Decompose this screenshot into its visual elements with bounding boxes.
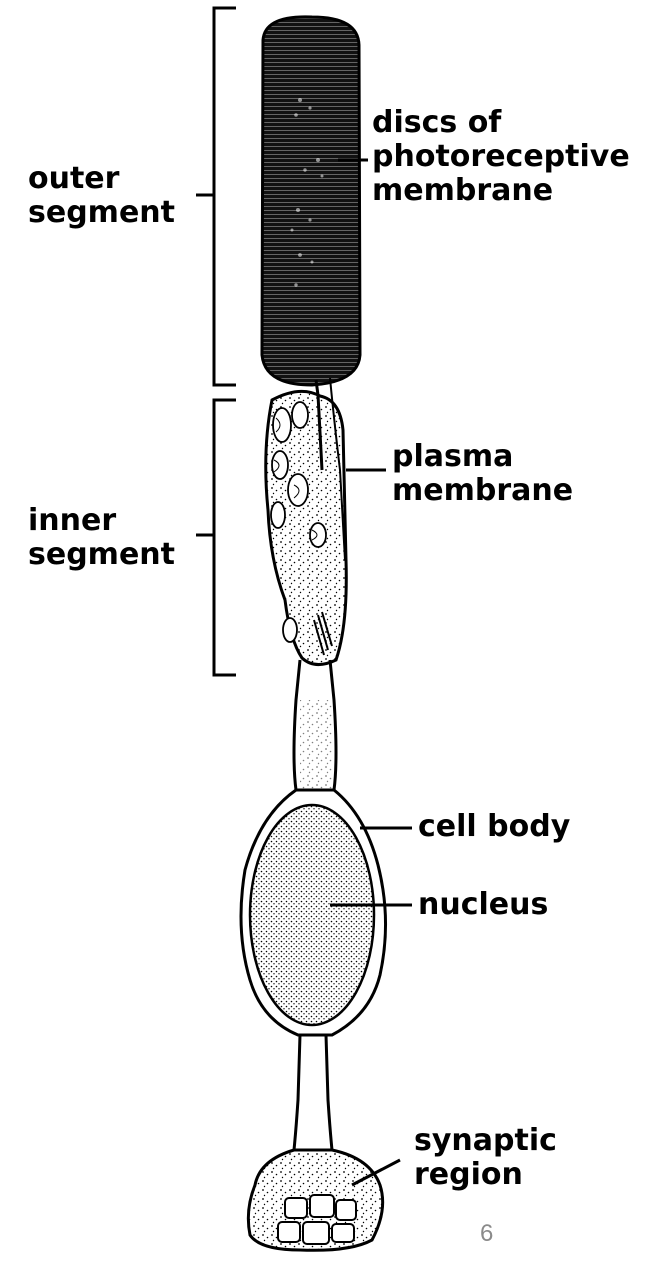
axon bbox=[294, 1035, 332, 1150]
page-number: 6 bbox=[480, 1220, 493, 1248]
synaptic-terminal-shape bbox=[248, 1150, 382, 1250]
outer-segment-shape bbox=[262, 17, 360, 385]
inner-segment-bracket bbox=[196, 400, 236, 675]
nucleus-shape bbox=[250, 805, 374, 1025]
label-synaptic-region: synaptic region bbox=[414, 1124, 557, 1192]
inner-segment-shape bbox=[266, 391, 347, 664]
label-plasma-membrane: plasma membrane bbox=[392, 440, 573, 508]
label-nucleus: nucleus bbox=[418, 888, 548, 922]
label-inner-segment: inner segment bbox=[28, 504, 175, 572]
label-outer-segment: outer segment bbox=[28, 162, 175, 230]
label-discs-photoreceptive-membrane: discs of photoreceptive membrane bbox=[372, 106, 630, 208]
outer-segment-bracket bbox=[196, 8, 236, 385]
label-cell-body: cell body bbox=[418, 810, 570, 844]
